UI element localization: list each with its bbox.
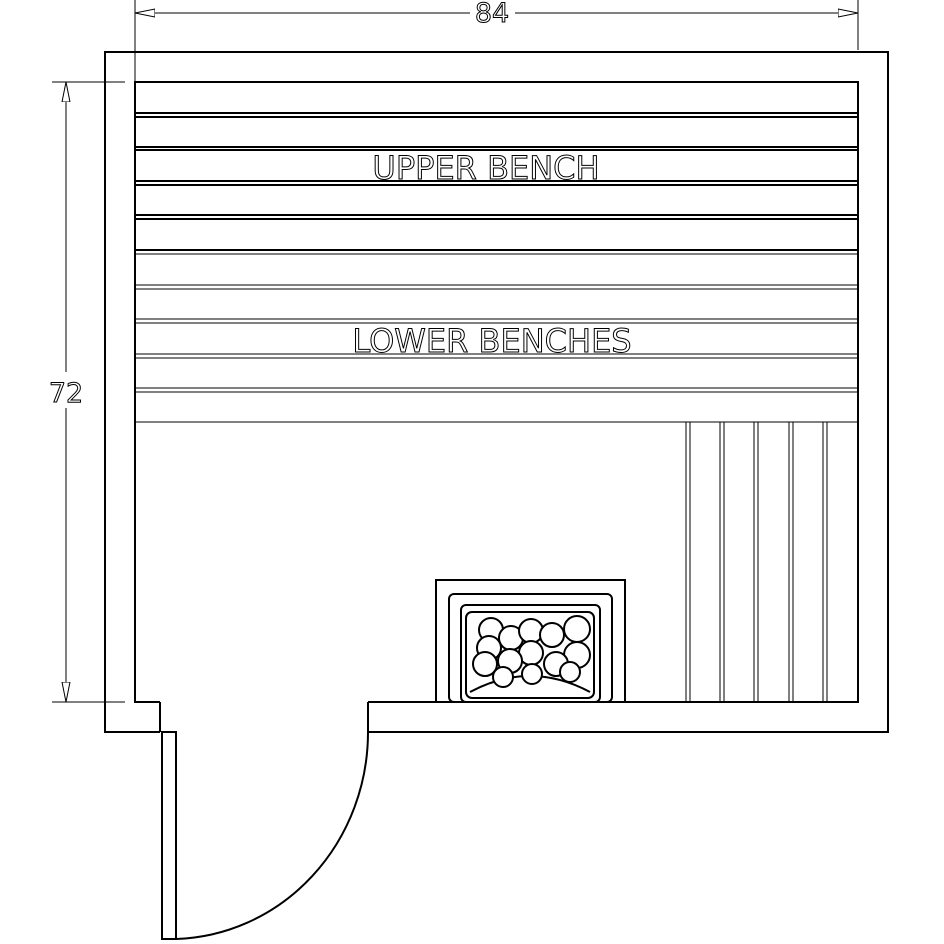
- door: [161, 731, 369, 940]
- upper-bench-slat: [134, 81, 859, 114]
- width-dimension-label: 84: [475, 0, 509, 29]
- vertical-slats: [685, 422, 828, 702]
- upper-bench-slat: [134, 149, 859, 182]
- height-dimension: 72: [48, 81, 125, 703]
- door-swing-arc: [175, 731, 369, 940]
- width-dimension: 84: [134, 0, 859, 82]
- lower-benches-label: LOWER BENCHES: [352, 322, 631, 360]
- heater-stone: [563, 615, 591, 643]
- heater-stone: [539, 622, 565, 648]
- lower-benches: [135, 253, 858, 423]
- heater-stone: [559, 661, 581, 683]
- door-leaf: [161, 731, 177, 940]
- upper-bench-label: UPPER BENCH: [372, 149, 599, 187]
- upper-bench-slat: [134, 218, 859, 251]
- stone-tray: [465, 611, 595, 699]
- heater-body-inner: [460, 604, 601, 703]
- sauna-heater: [435, 579, 626, 703]
- heater-stone: [518, 618, 544, 644]
- outer-wall: [104, 51, 889, 733]
- heater-stone: [472, 651, 498, 677]
- height-dimension-label: 72: [49, 378, 83, 409]
- heater-stone: [492, 666, 514, 688]
- upper-bench-slat: [134, 184, 859, 216]
- heater-stones-icon: [472, 615, 591, 688]
- heater-stone: [521, 663, 543, 685]
- upper-bench-slat: [134, 116, 859, 148]
- upper-bench: [134, 81, 859, 251]
